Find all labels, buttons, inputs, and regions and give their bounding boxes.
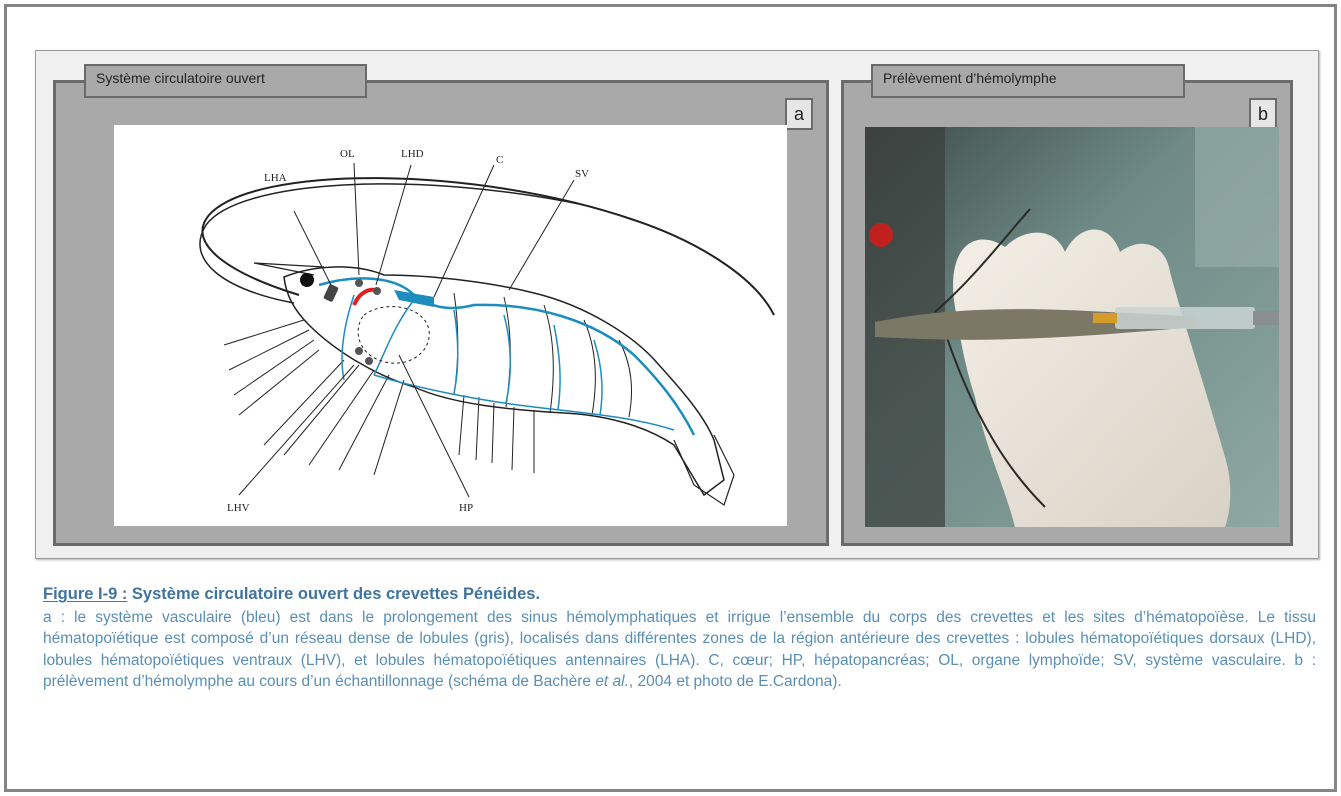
- label-lhv: LHV: [227, 502, 250, 514]
- caption-body: a : le système vasculaire (bleu) est dan…: [43, 607, 1316, 692]
- caption-figure-number: Figure I-9 :: [43, 585, 127, 603]
- panel-b-tab: Prélèvement d’hémolymphe: [871, 64, 1185, 98]
- label-sv: SV: [575, 168, 589, 180]
- shrimp-drawing: LHA OL LHD C SV LHV HP: [114, 125, 787, 526]
- photo-illustration: [865, 127, 1279, 527]
- hemolymph-photo: [865, 127, 1279, 527]
- panel-a-tab: Système circulatoire ouvert: [84, 64, 367, 98]
- caption-title: Figure I-9 : Système circulatoire ouvert…: [43, 584, 1316, 605]
- label-hp: HP: [459, 502, 473, 514]
- label-lha: LHA: [264, 172, 287, 184]
- label-c: C: [496, 154, 503, 166]
- panel-a-letter: a: [785, 98, 813, 130]
- figure-frame: Système circulatoire ouvert a: [4, 4, 1337, 792]
- label-lhd: LHD: [401, 148, 424, 160]
- caption-body-part2: , 2004 et photo de E.Cardona).: [629, 673, 842, 690]
- caption-body-italic: et al.: [595, 673, 629, 690]
- panel-b-letter: b: [1249, 98, 1277, 130]
- figure-caption: Figure I-9 : Système circulatoire ouvert…: [43, 584, 1316, 692]
- caption-title-text: Système circulatoire ouvert des crevette…: [127, 585, 540, 603]
- shrimp-diagram: LHA OL LHD C SV LHV HP: [114, 125, 787, 526]
- label-ol: OL: [340, 148, 355, 160]
